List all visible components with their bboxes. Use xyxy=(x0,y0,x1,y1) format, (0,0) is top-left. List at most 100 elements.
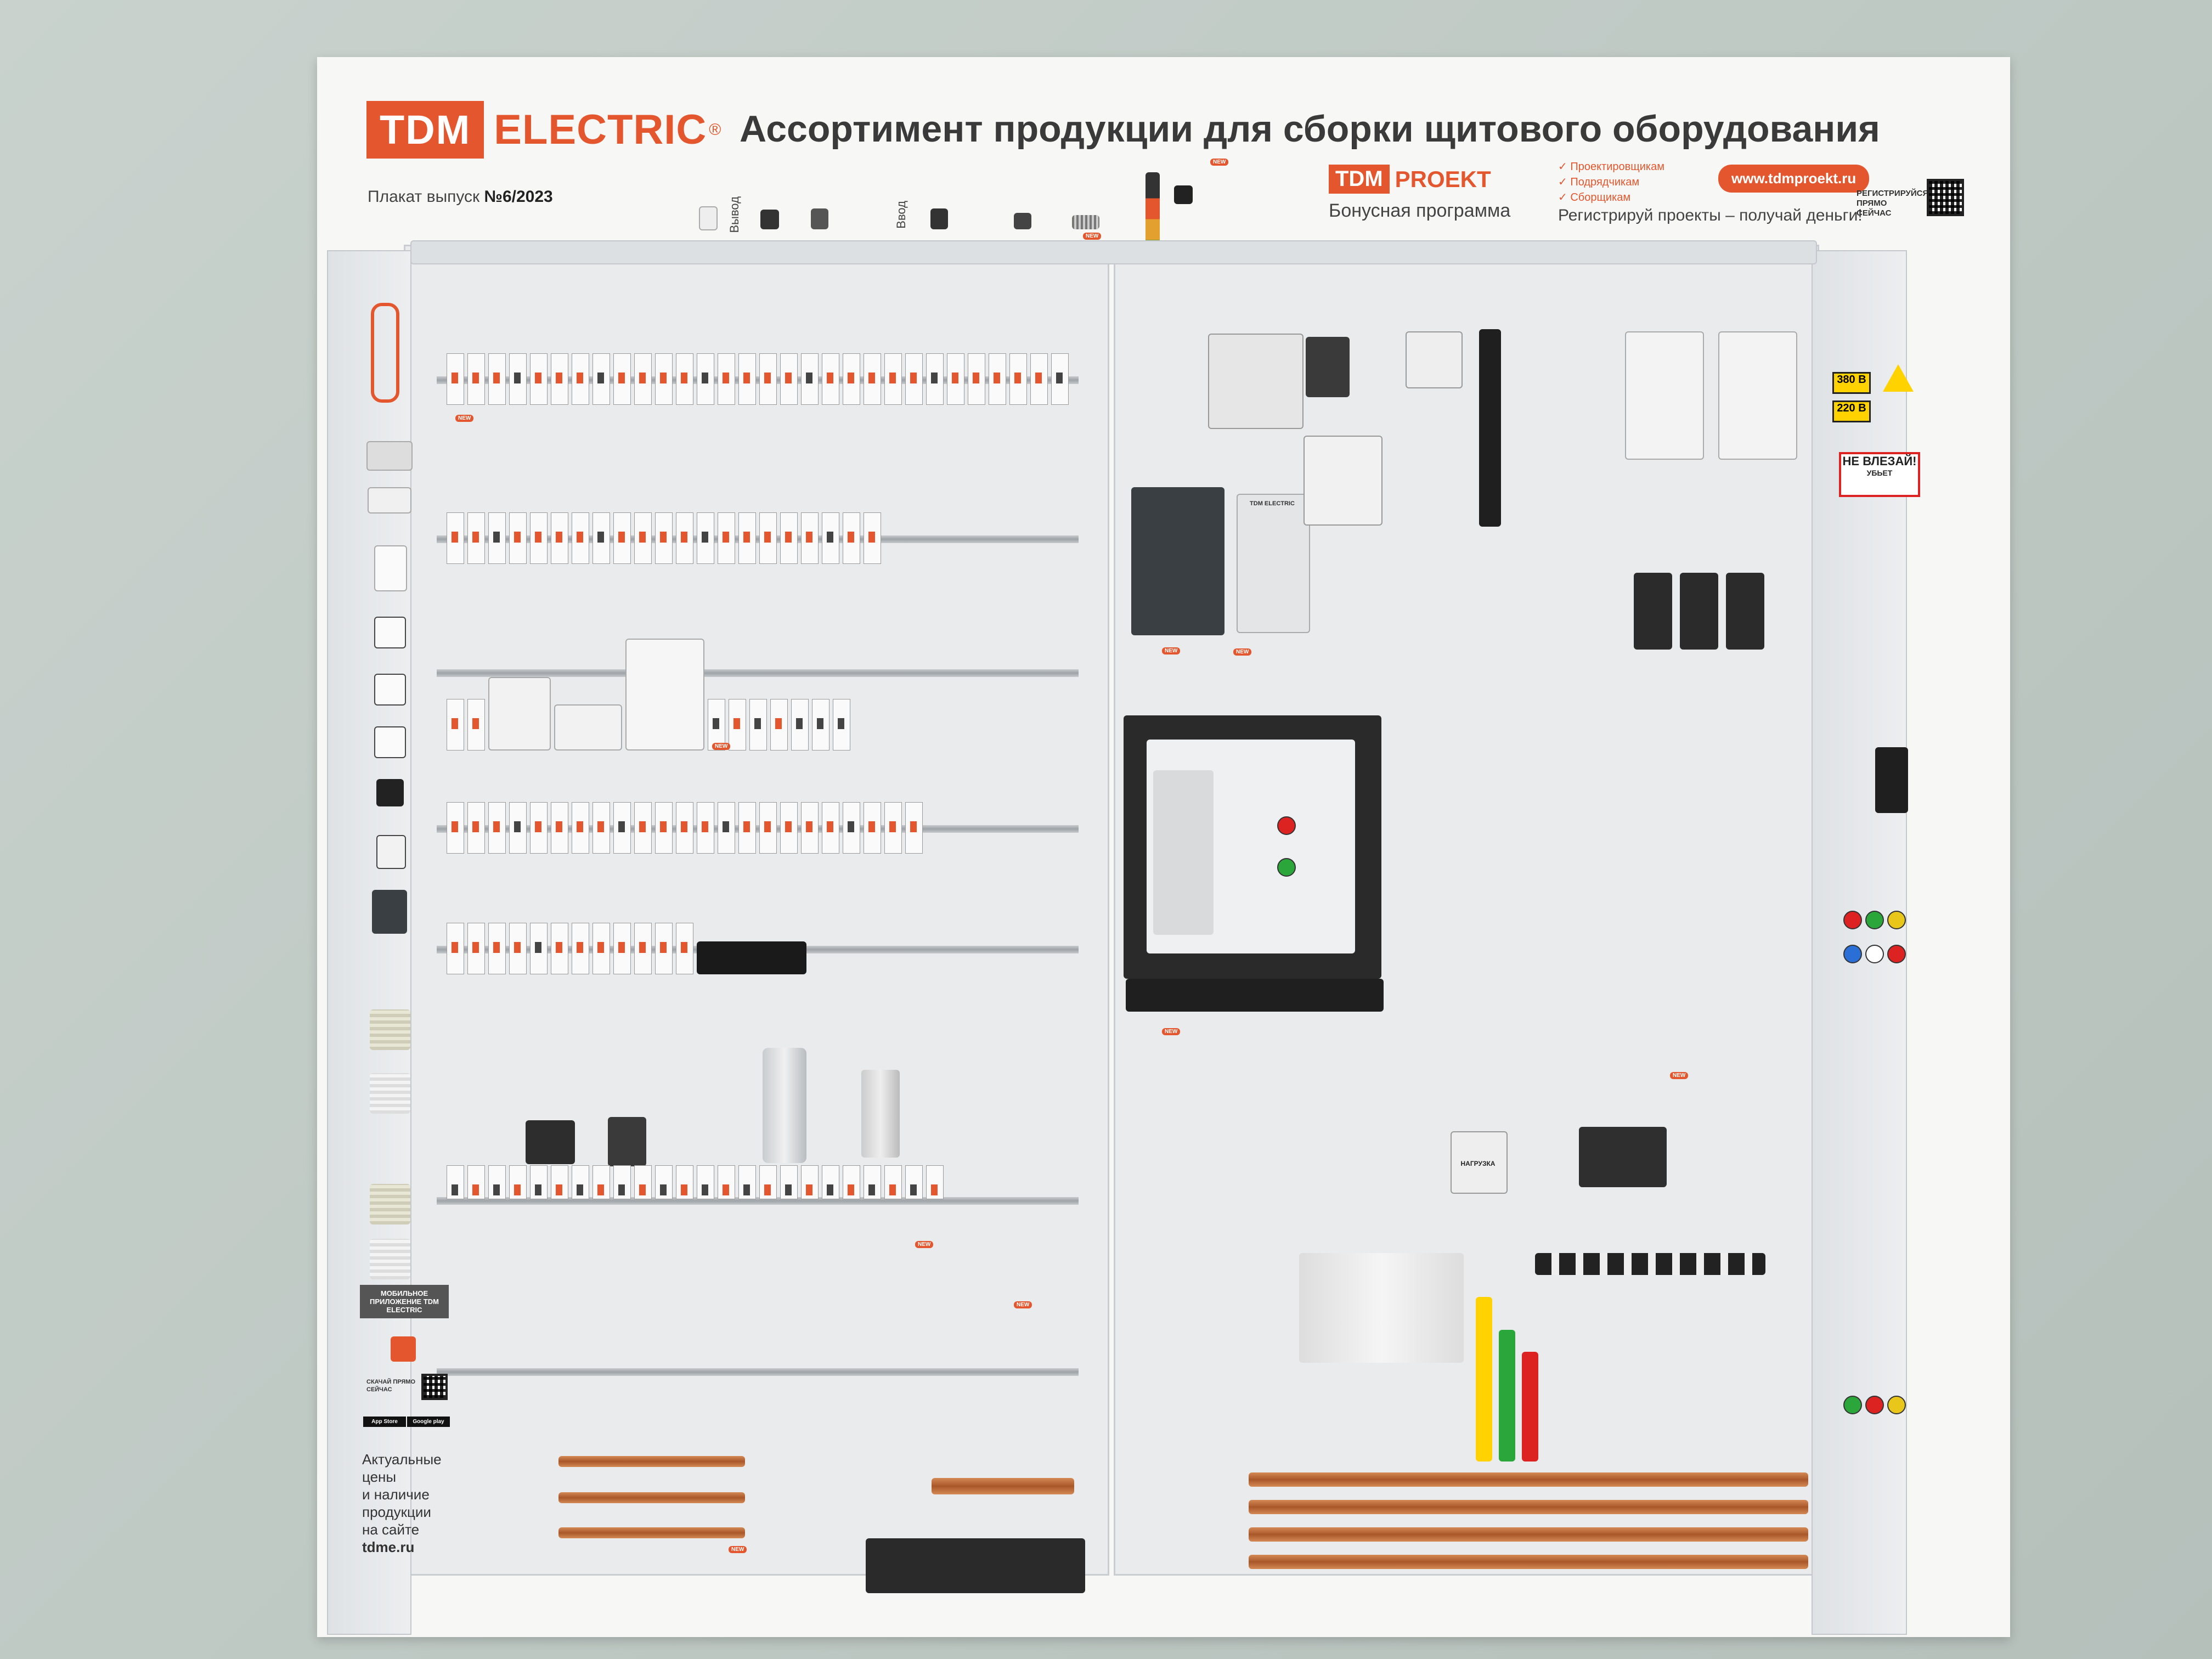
circuit-breaker xyxy=(572,353,589,405)
brand-logo-word: ELECTRIC xyxy=(494,106,707,153)
rcd-device xyxy=(780,512,798,564)
din-module xyxy=(551,923,568,974)
terminal-block xyxy=(738,1165,756,1199)
rcd-device xyxy=(551,512,568,564)
switch-disconnector xyxy=(1208,334,1304,429)
new-badge: NEW xyxy=(1162,1028,1181,1035)
proekt-register-text: РЕГИСТРИРУЙСЯ ПРЯМО СЕЙЧАС xyxy=(1857,189,1929,218)
role-item: Проектировщикам xyxy=(1558,159,1664,174)
l-bus-red xyxy=(1522,1352,1538,1462)
circuit-breaker xyxy=(697,353,714,405)
cabinet-light xyxy=(366,441,413,471)
output-label: Вывод xyxy=(727,196,741,233)
terminal-block xyxy=(613,1165,631,1199)
circuit-breaker xyxy=(968,353,985,405)
terminal-block xyxy=(801,1165,819,1199)
circuit-breaker xyxy=(926,353,944,405)
rcd-device xyxy=(509,512,527,564)
issue-prefix: Плакат выпуск xyxy=(368,188,484,206)
rcd-device xyxy=(843,512,860,564)
air-breaker-base xyxy=(1126,979,1384,1012)
din-module xyxy=(530,802,548,854)
role-item: Подрядчикам xyxy=(1558,174,1664,190)
pushbutton-green xyxy=(1843,1396,1862,1414)
din-module xyxy=(655,802,673,854)
proekt-logo: TDM PROEKT xyxy=(1329,165,1510,194)
new-badge: NEW xyxy=(712,743,731,750)
pushbutton-yellow xyxy=(1887,1396,1906,1414)
circuit-breaker xyxy=(676,353,693,405)
energy-meter xyxy=(625,639,704,751)
molded-case-breaker xyxy=(1726,573,1764,650)
new-badge: NEW xyxy=(1014,1301,1032,1308)
terminal-block xyxy=(530,1165,548,1199)
din-module xyxy=(864,802,881,854)
proekt-tagline: Регистрируй проекты – получай деньги! xyxy=(1558,206,1863,224)
insulator-rail xyxy=(1535,1253,1765,1275)
fan-filter xyxy=(370,1073,410,1114)
copper-busbar xyxy=(1249,1500,1808,1514)
digital-panel-meter xyxy=(376,835,406,869)
transfer-switch xyxy=(1451,1131,1508,1194)
proekt-logo-word: PROEKT xyxy=(1395,166,1491,192)
plc-module xyxy=(697,941,806,974)
app-store-badge[interactable]: App Store xyxy=(363,1417,406,1427)
terminal-block xyxy=(572,1165,589,1199)
thermal-relay xyxy=(1406,331,1463,388)
terminal-block xyxy=(718,1165,735,1199)
hygrostat xyxy=(374,545,407,591)
terminal-block xyxy=(634,1165,652,1199)
side-note-line: и наличие xyxy=(362,1486,430,1503)
app-icon xyxy=(391,1336,416,1362)
terminal-block xyxy=(822,1165,839,1199)
pushbutton-yellow xyxy=(1887,911,1906,929)
din-module xyxy=(467,802,485,854)
molded-case-breaker xyxy=(1634,573,1672,650)
din-module xyxy=(551,802,568,854)
circuit-breaker xyxy=(634,353,652,405)
brand-logo-box: TDM xyxy=(366,101,484,159)
cabinet-light xyxy=(368,487,411,514)
rcd-device xyxy=(655,512,673,564)
cable-gland xyxy=(811,208,828,229)
issue-number: Плакат выпуск №6/2023 xyxy=(368,188,553,206)
danger-sign-subtitle: УБЬЕТ xyxy=(1866,469,1893,477)
relay-module xyxy=(833,699,850,751)
terminal-block xyxy=(551,1165,568,1199)
thermostat xyxy=(526,1120,575,1164)
din-rail xyxy=(437,1368,1079,1376)
poster-title: Ассортимент продукции для сборки щитовог… xyxy=(740,108,1880,150)
energy-meter xyxy=(554,704,622,751)
side-note-site[interactable]: tdme.ru xyxy=(362,1539,415,1555)
rcd-device xyxy=(759,512,777,564)
terminal-block xyxy=(592,1165,610,1199)
cable-gland xyxy=(760,210,779,229)
rcd-device xyxy=(530,512,548,564)
cabinet-door-left xyxy=(327,250,411,1635)
fan-heater xyxy=(861,1070,900,1158)
circuit-breaker xyxy=(467,353,485,405)
din-module xyxy=(905,802,923,854)
relay-module xyxy=(770,699,788,751)
din-module xyxy=(634,923,652,974)
circuit-breaker xyxy=(1009,353,1027,405)
proekt-site-link[interactable]: www.tdmproekt.ru xyxy=(1718,165,1870,193)
mobile-app-header: МОБИЛЬНОЕ ПРИЛОЖЕНИЕ TDM ELECTRIC xyxy=(360,1285,449,1318)
din-module xyxy=(676,923,693,974)
terminal-block xyxy=(843,1165,860,1199)
din-module xyxy=(738,802,756,854)
terminal-block xyxy=(905,1165,923,1199)
copper-busbar xyxy=(558,1527,745,1538)
google-play-badge[interactable]: Google play xyxy=(407,1417,450,1427)
n-bus-green xyxy=(1499,1330,1515,1462)
rcd-device xyxy=(572,512,589,564)
circuit-breaker xyxy=(864,353,881,405)
rcd-device xyxy=(738,512,756,564)
contactor xyxy=(1304,436,1383,526)
panel-meter xyxy=(374,726,406,758)
din-module xyxy=(488,802,506,854)
terminal-block xyxy=(864,1165,881,1199)
copper-busbar xyxy=(1249,1527,1808,1542)
din-module xyxy=(447,923,464,974)
transfer-switch-label: НАГРУЗКА xyxy=(1460,1160,1496,1167)
